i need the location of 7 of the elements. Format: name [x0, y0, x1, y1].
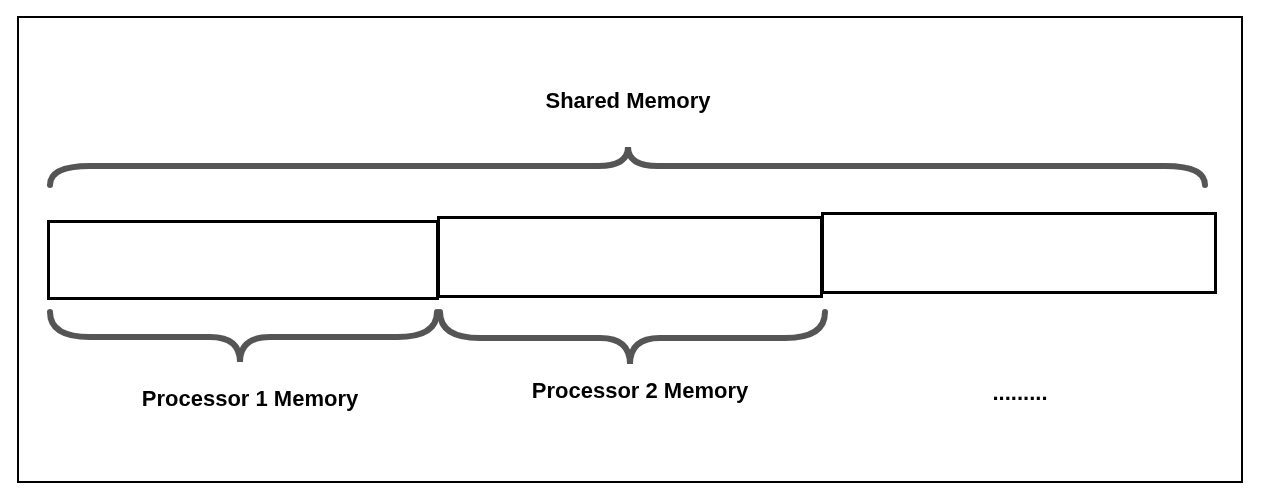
memory-label: Shared Memory	[545, 88, 711, 113]
memory-label: Processor 1 Memory	[141, 386, 359, 411]
memory-label: .........	[992, 380, 1048, 405]
memory-label: Processor 2 Memory	[531, 378, 749, 403]
memory-segment	[821, 212, 1217, 294]
memory-segment	[47, 220, 439, 300]
memory-segment	[437, 216, 823, 298]
